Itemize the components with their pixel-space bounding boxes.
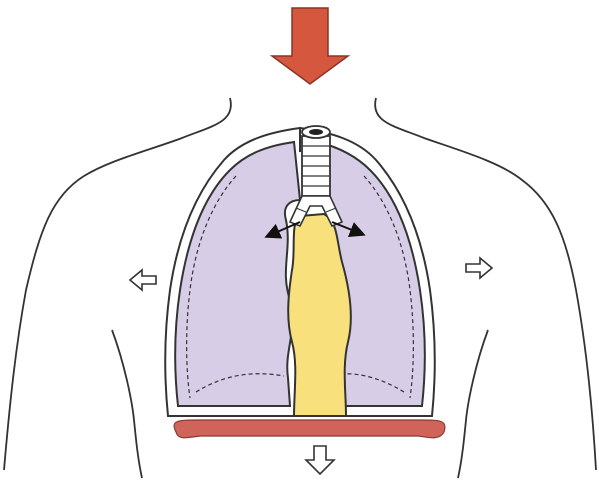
trachea	[302, 126, 330, 196]
diaphragm-down-arrow-icon	[306, 446, 334, 474]
left-lung	[175, 142, 300, 406]
right-arm-inner-line	[458, 330, 488, 478]
chest-expand-right-arrow-icon	[466, 258, 492, 278]
chest-expand-left-arrow-icon	[130, 270, 156, 290]
left-arm-inner-line	[112, 330, 142, 478]
air-inflow-arrow-icon	[272, 8, 348, 84]
diaphragm	[174, 420, 445, 438]
